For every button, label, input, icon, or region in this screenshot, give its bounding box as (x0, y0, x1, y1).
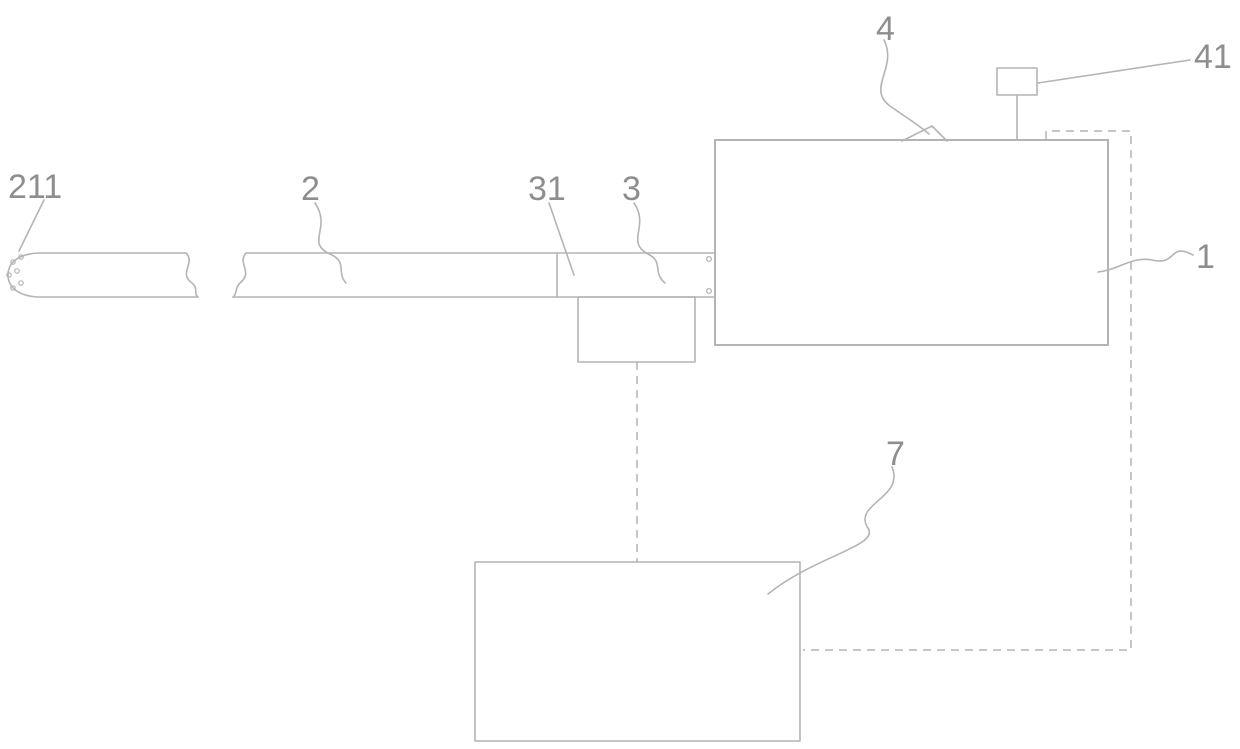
leader-3 (633, 202, 666, 284)
label-4: 4 (876, 10, 895, 48)
leader-31 (548, 202, 575, 276)
label-3: 3 (622, 170, 641, 208)
control-box (474, 561, 801, 742)
tube-left-segment-outline (7, 252, 199, 298)
label-41: 41 (1194, 38, 1232, 76)
tube-break-right-edge (232, 252, 247, 298)
leader-41 (1037, 59, 1191, 84)
leader-211 (18, 199, 45, 252)
main-housing (714, 125, 1109, 346)
tube-cap-perforations (6, 254, 24, 291)
part-labels: 211 2 31 3 4 41 1 7 (8, 10, 1232, 473)
leader-lines (18, 39, 1194, 595)
sensor-box (577, 296, 696, 363)
label-7: 7 (886, 435, 905, 473)
dashed-wiring (636, 130, 1132, 651)
label-1: 1 (1196, 238, 1215, 276)
leader-7 (767, 466, 895, 595)
leader-1 (1097, 250, 1194, 273)
tube-assembly (6, 252, 716, 298)
housing-to-control-dashed-path (803, 130, 1132, 651)
housing-rect (714, 139, 1109, 346)
top-port (996, 67, 1038, 141)
label-31: 31 (528, 170, 566, 208)
junction-roller-circles (705, 256, 712, 295)
leader-4 (879, 39, 930, 135)
tube-break-left-edge (185, 252, 199, 298)
housing-top-notch (901, 125, 948, 142)
label-2: 2 (301, 170, 320, 208)
port-square (996, 67, 1038, 96)
label-211: 211 (8, 168, 62, 206)
leader-2 (314, 202, 347, 284)
